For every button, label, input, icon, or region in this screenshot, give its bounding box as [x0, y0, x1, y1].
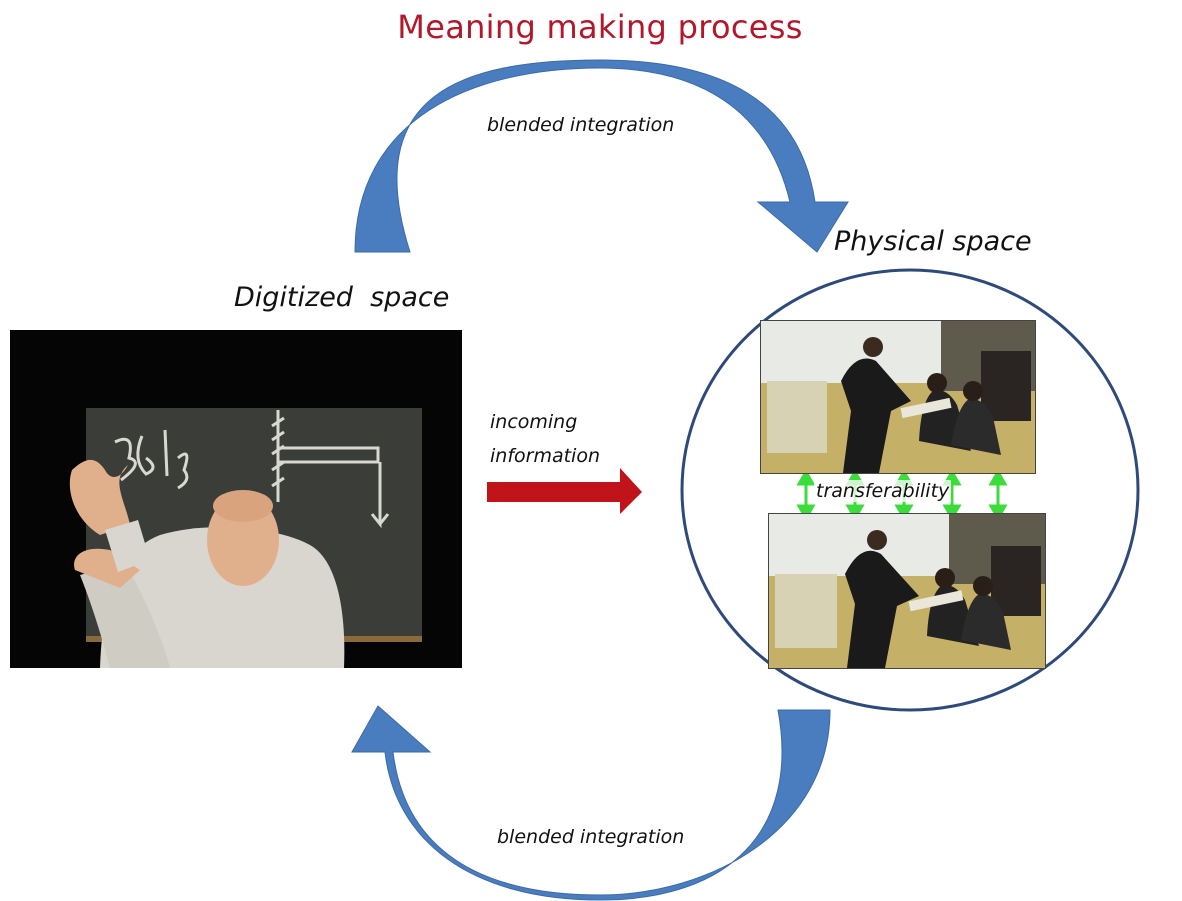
transfer-arrow-5 — [988, 469, 1008, 521]
bottom-curved-arrow — [351, 705, 831, 901]
incoming-information-label: incoming information — [490, 405, 600, 473]
top-curved-arrow — [354, 59, 849, 253]
chalk-drawing — [114, 410, 390, 529]
physical-space-circle — [680, 268, 1140, 712]
classroom-scene-bottom — [769, 514, 1045, 668]
physical-space-label: Physical space — [834, 226, 1032, 257]
transfer-arrow-1 — [796, 469, 816, 521]
incoming-label-line2: information — [490, 445, 600, 467]
incoming-arrow — [487, 468, 642, 514]
incoming-label-line1: incoming — [490, 411, 578, 433]
transferability-label: transferability — [814, 480, 952, 502]
classroom-scene-top — [761, 321, 1035, 473]
blended-integration-bottom-label: blended integration — [497, 826, 685, 848]
blended-integration-top-label: blended integration — [487, 114, 675, 136]
classroom-photo-top — [760, 320, 1036, 474]
lecture-video-frame — [10, 330, 462, 668]
diagram-title: Meaning making process — [397, 8, 803, 46]
classroom-photo-bottom — [768, 513, 1046, 669]
lecturer — [69, 459, 345, 668]
lecture-scene — [10, 330, 462, 668]
digitized-space-label: Digitized space — [234, 282, 450, 313]
